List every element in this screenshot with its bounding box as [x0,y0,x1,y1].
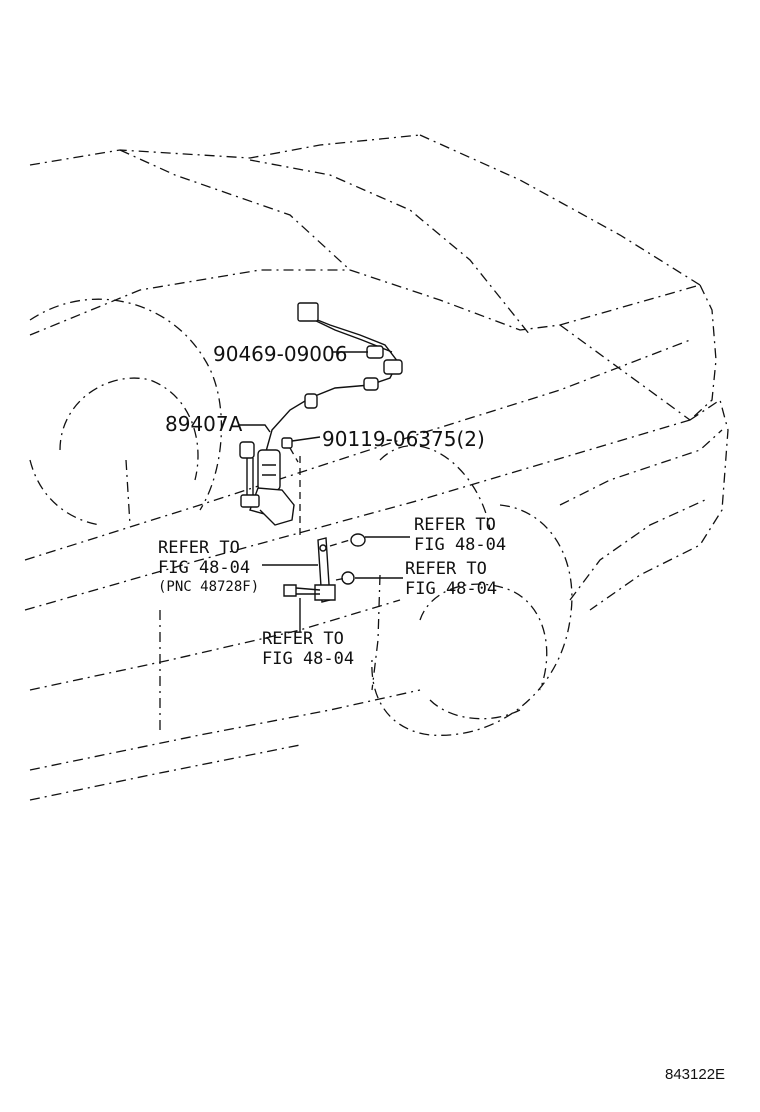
reference-label-3-line1: REFER TO [405,559,487,579]
reference-label-4-line2: FIG 48-04 [262,649,354,669]
figure-code: 843122E [665,1066,725,1083]
leader-lines [238,351,410,632]
reference-label-2-line2: FIG 48-04 [158,558,250,578]
height-sensor[interactable] [239,441,295,526]
reference-label-3: REFER TO FIG 48-04 [405,559,497,599]
nut[interactable] [299,456,366,585]
reference-label-2: REFER TO FIG 48-04 (PNC 48728F) [158,538,259,595]
reference-label-1-line1: REFER TO [414,515,496,535]
reference-label-1-line2: FIG 48-04 [414,535,506,555]
reference-label-1: REFER TO FIG 48-04 [414,515,506,555]
wire-harness[interactable] [264,302,403,456]
reference-label-4: REFER TO FIG 48-04 [262,629,354,669]
bolt[interactable] [281,437,299,463]
part-number-harness: 90469-09006 [213,342,347,366]
car-body-outline [24,134,729,801]
lower-bolt[interactable] [283,584,321,597]
link-rod[interactable] [314,537,336,603]
part-number-bolt: 90119-06375(2) [322,427,485,451]
part-number-sensor: 89407A [165,412,243,436]
reference-label-3-line2: FIG 48-04 [405,579,497,599]
reference-label-2-line3: (PNC 48728F) [158,579,259,595]
reference-label-4-line1: REFER TO [262,629,344,649]
reference-label-2-line1: REFER TO [158,538,240,558]
